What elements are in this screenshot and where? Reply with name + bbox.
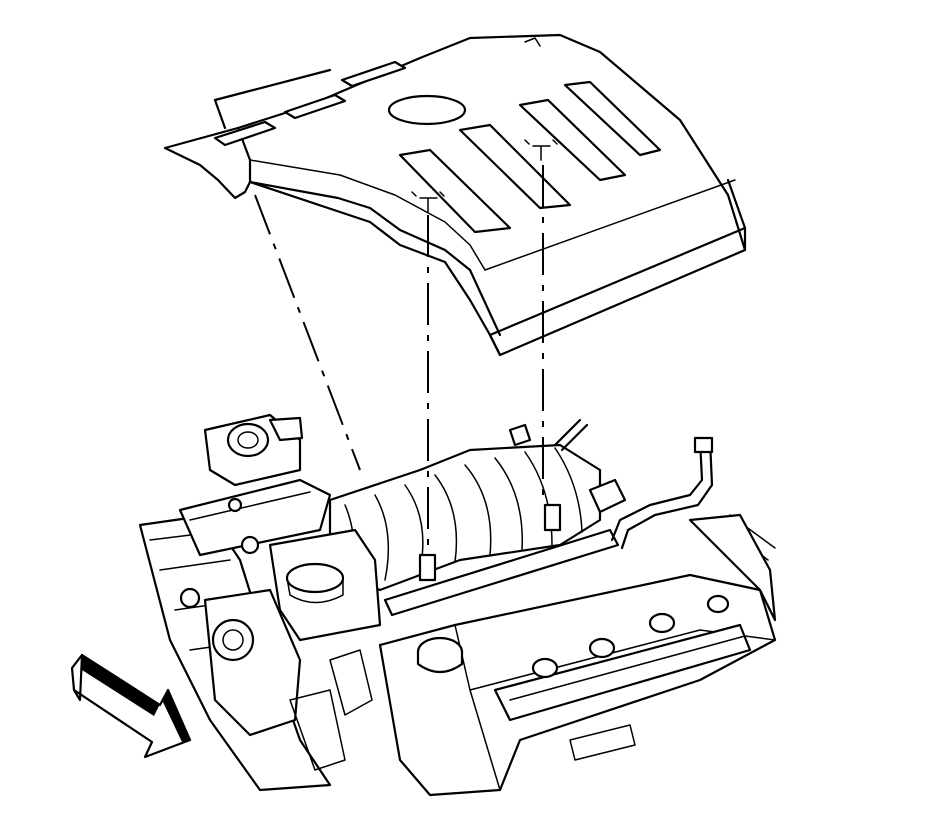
oil-fill-cap bbox=[416, 636, 464, 674]
engine-assembly bbox=[138, 413, 777, 797]
engine-cover bbox=[163, 33, 747, 357]
cover-emblem-oval bbox=[387, 94, 467, 126]
cover-fastener-2 bbox=[524, 139, 558, 161]
front-direction-arrow bbox=[70, 653, 192, 759]
alignment-line-left bbox=[254, 194, 361, 471]
throttle-body bbox=[178, 413, 332, 557]
vacuum-hose bbox=[588, 436, 714, 550]
coolant-reservoir bbox=[268, 528, 382, 642]
cover-fastener-1 bbox=[411, 191, 445, 213]
alignment-lines bbox=[254, 165, 544, 555]
intake-manifold bbox=[328, 443, 620, 617]
coil-bosses bbox=[531, 594, 730, 679]
